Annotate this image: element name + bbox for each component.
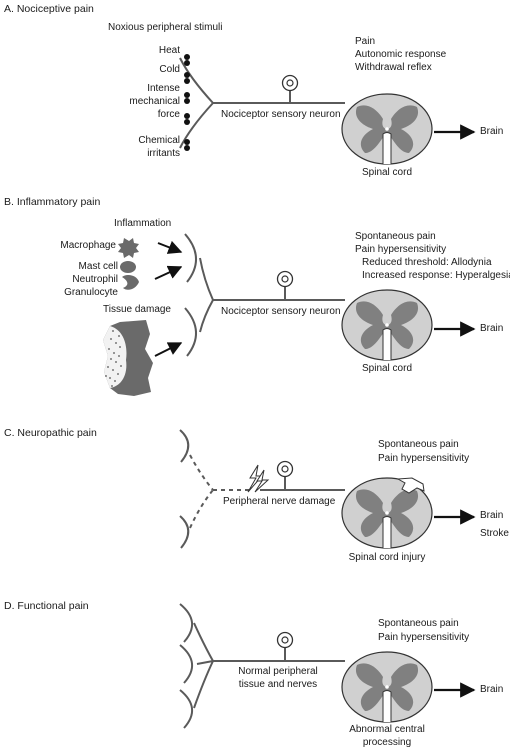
mast-cell-shape xyxy=(120,261,136,273)
cell-granulocyte: Granulocyte xyxy=(64,287,118,298)
brain-label-c: Brain xyxy=(480,510,504,521)
panel-a-art xyxy=(179,54,476,165)
stroke-label: Stroke xyxy=(480,528,509,539)
stimulus-intense: Intense xyxy=(147,83,180,94)
stimulus-cold: Cold xyxy=(159,64,180,75)
stimulus-chemical: Chemical xyxy=(138,135,180,146)
stimulus-receptor-dots xyxy=(184,54,190,151)
neutrophil-shape xyxy=(122,274,139,290)
response-allodynia: Reduced threshold: Allodynia xyxy=(362,257,492,268)
response-spontaneous-c: Spontaneous pain xyxy=(378,439,459,450)
normal-tissue-line1: Normal peripheral xyxy=(238,666,318,677)
panel-a-heading: A. Nociceptive pain xyxy=(4,3,94,15)
stimulus-irritants: irritants xyxy=(147,148,180,159)
panel-b-heading: B. Inflammatory pain xyxy=(4,196,101,208)
brain-label-b: Brain xyxy=(480,323,504,334)
cell-mast: Mast cell xyxy=(78,261,118,272)
macrophage-shape xyxy=(118,238,139,258)
response-hypersensitivity-b: Pain hypersensitivity xyxy=(355,244,447,255)
inflammation-title: Inflammation xyxy=(114,218,172,229)
stimulus-heat: Heat xyxy=(158,45,180,56)
cord-label-c: Spinal cord injury xyxy=(348,552,426,563)
response-hypersensitivity-c: Pain hypersensitivity xyxy=(378,453,470,464)
response-spontaneous-b: Spontaneous pain xyxy=(355,231,436,242)
cord-label-b: Spinal cord xyxy=(361,363,413,374)
cell-macrophage: Macrophage xyxy=(60,240,116,251)
stimulus-force: force xyxy=(157,109,180,120)
response-withdrawal: Withdrawal reflex xyxy=(355,62,432,73)
inflammation-arrows xyxy=(154,240,183,357)
panel-d-heading: D. Functional pain xyxy=(4,600,89,612)
stimulus-mechanical: mechanical xyxy=(129,96,180,107)
response-autonomic: Autonomic response xyxy=(355,49,447,60)
normal-tissue-line2: tissue and nerves xyxy=(238,679,318,690)
panel-c-heading: C. Neuropathic pain xyxy=(4,427,97,439)
neuron-label-a: Nociceptor sensory neuron xyxy=(221,109,341,120)
cord-label-a: Spinal cord xyxy=(361,167,413,178)
tissue-damage-label: Tissue damage xyxy=(103,304,171,315)
neuron-label-b: Nociceptor sensory neuron xyxy=(221,306,341,317)
response-hypersensitivity-d: Pain hypersensitivity xyxy=(378,632,470,643)
panel-c-art xyxy=(179,429,476,549)
cord-label-d-line1: Abnormal central xyxy=(349,724,425,735)
cord-label-d-line2: processing xyxy=(362,737,412,748)
brain-label-d: Brain xyxy=(480,684,504,695)
nerve-damage-label: Peripheral nerve damage xyxy=(223,496,336,507)
response-spontaneous-d: Spontaneous pain xyxy=(378,618,459,629)
response-pain: Pain xyxy=(355,36,376,47)
cord-injury-notch xyxy=(396,477,425,494)
panel-d-art xyxy=(179,603,476,729)
cell-neutrophil: Neutrophil xyxy=(72,274,118,285)
stimuli-title: Noxious peripheral stimuli xyxy=(108,22,223,33)
panel-b-art xyxy=(103,233,476,396)
response-hyperalgesia: Increased response: Hyperalgesia xyxy=(362,270,510,281)
brain-label-a: Brain xyxy=(480,126,504,137)
